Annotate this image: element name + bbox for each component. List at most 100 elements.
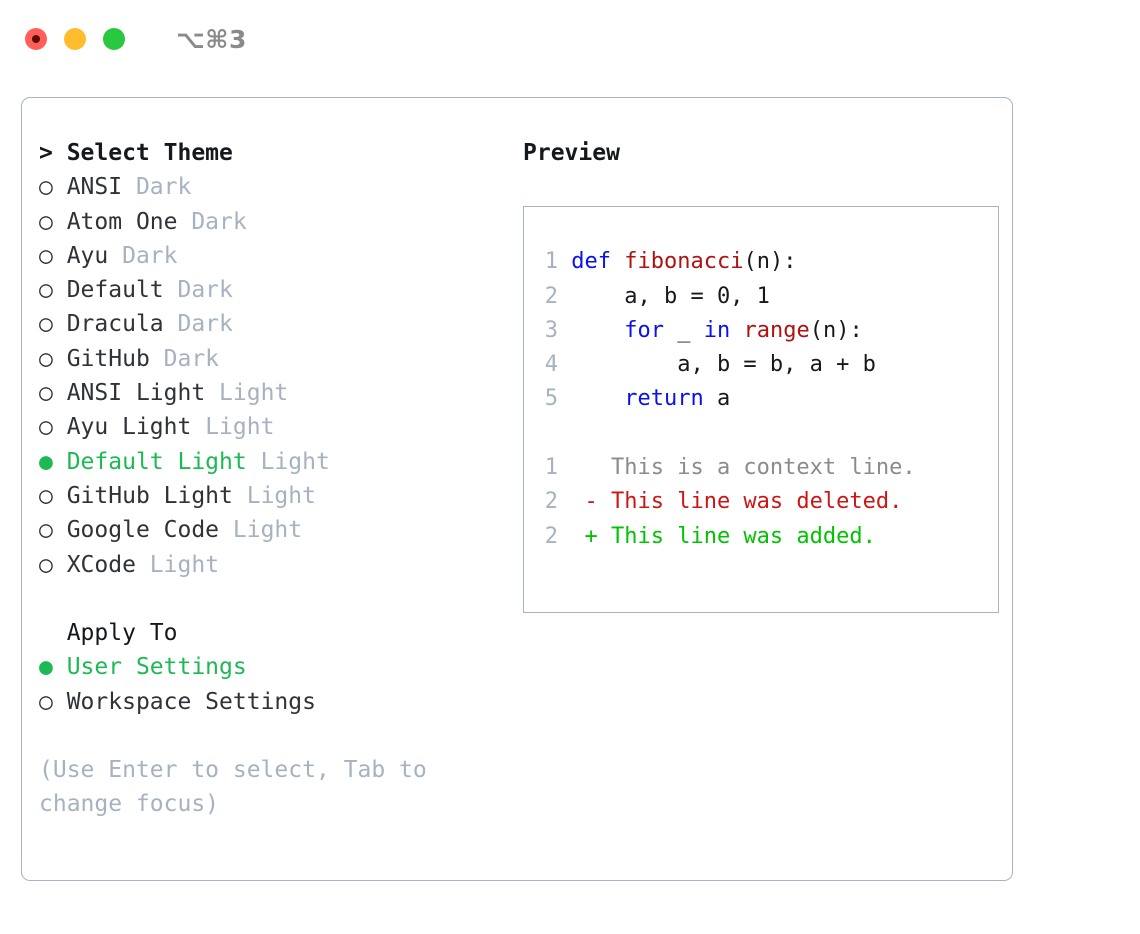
code-line: 3 for _ in range(n): [536, 314, 998, 348]
code-token: return [624, 386, 704, 412]
preview-column: Preview 1 def fibonacci(n):2 a, b = 0, 1… [501, 136, 1012, 880]
diff-sample: 1 This is a context line.2 - This line w… [536, 451, 998, 554]
theme-option-label: ANSI Light [52, 380, 206, 407]
radio-unselected-icon: ○ [39, 380, 53, 407]
traffic-lights [25, 28, 125, 50]
line-number: 2 [544, 523, 558, 549]
line-number: 1 [544, 455, 558, 481]
radio-unselected-icon: ○ [39, 688, 53, 715]
theme-variant-badge: Light [191, 414, 275, 441]
radio-unselected-icon: ○ [39, 517, 53, 544]
diff-marker: + [558, 523, 611, 549]
radio-selected-icon: ● [39, 654, 53, 681]
code-token: _ [663, 317, 704, 343]
theme-option-list[interactable]: ○ ANSI Dark○ Atom One Dark○ Ayu Dark○ De… [39, 170, 501, 582]
code-token: in [703, 317, 731, 343]
window-titlebar: ⌥⌘3 [0, 0, 1140, 78]
theme-option-dracula[interactable]: ○ Dracula Dark [39, 307, 501, 341]
theme-option-label: XCode [52, 551, 136, 578]
diff-text: This line was added. [610, 523, 876, 549]
apply-to-option-workspace-settings[interactable]: ○ Workspace Settings [39, 685, 501, 719]
line-number: 2 [544, 489, 558, 515]
theme-variant-badge: Light [135, 551, 220, 578]
code-token [558, 249, 571, 274]
theme-option-label: Ayu [52, 242, 109, 269]
radio-unselected-icon: ○ [39, 242, 53, 269]
code-token: (n): [743, 249, 797, 275]
theme-option-default[interactable]: ○ Default Dark [39, 273, 501, 307]
code-token: fibonacci [624, 249, 744, 275]
theme-option-label: Default [52, 277, 164, 304]
radio-unselected-icon: ○ [39, 482, 53, 509]
code-token [558, 318, 624, 343]
code-token: def [571, 249, 611, 275]
theme-option-label: GitHub [52, 345, 150, 372]
line-number: 3 [544, 317, 558, 343]
line-number: 5 [544, 386, 558, 412]
theme-option-ansi-light[interactable]: ○ ANSI Light Light [39, 376, 501, 410]
preview-header: Preview [523, 140, 620, 166]
radio-unselected-icon: ○ [39, 208, 53, 235]
theme-option-ayu-light[interactable]: ○ Ayu Light Light [39, 410, 501, 444]
theme-option-label: GitHub Light [52, 482, 233, 509]
apply-to-option-label: User Settings [52, 654, 247, 681]
radio-unselected-icon: ○ [39, 174, 53, 201]
theme-variant-badge: Dark [163, 277, 233, 304]
theme-variant-badge: Dark [177, 208, 247, 235]
theme-option-xcode[interactable]: ○ XCode Light [39, 548, 501, 582]
apply-to-header: Apply To [39, 620, 178, 647]
theme-option-google-code[interactable]: ○ Google Code Light [39, 513, 501, 547]
diff-line-del: 2 - This line was deleted. [536, 485, 998, 519]
apply-to-option-user-settings[interactable]: ● User Settings [39, 650, 501, 684]
diff-marker [558, 455, 611, 480]
apply-to-option-label: Workspace Settings [52, 688, 316, 715]
code-token [558, 386, 624, 411]
radio-unselected-icon: ○ [39, 345, 53, 372]
theme-variant-badge: Light [205, 380, 289, 407]
radio-selected-icon: ● [39, 448, 53, 475]
code-token: for [624, 317, 664, 343]
theme-option-label: ANSI [52, 174, 123, 201]
theme-variant-badge: Dark [163, 311, 233, 338]
code-token: a, b = 0, 1 [558, 283, 770, 309]
theme-option-atom-one[interactable]: ○ Atom One Dark [39, 205, 501, 239]
theme-option-github[interactable]: ○ GitHub Dark [39, 342, 501, 376]
theme-option-github-light[interactable]: ○ GitHub Light Light [39, 479, 501, 513]
keyboard-hint-text: (Use Enter to select, Tab to change focu… [39, 757, 441, 818]
theme-option-ansi[interactable]: ○ ANSI Dark [39, 170, 501, 204]
line-number: 4 [544, 352, 558, 378]
minimize-button[interactable] [64, 28, 86, 50]
diff-line-ctx: 1 This is a context line. [536, 451, 998, 485]
radio-unselected-icon: ○ [39, 551, 53, 578]
code-line: 5 return a [536, 382, 998, 416]
theme-option-label: Atom One [52, 208, 178, 235]
radio-unselected-icon: ○ [39, 414, 53, 441]
code-token: (n): [809, 317, 863, 343]
line-number: 2 [544, 283, 558, 309]
line-number: 1 [544, 249, 558, 275]
code-token: range [743, 317, 810, 343]
close-button[interactable] [25, 28, 47, 50]
theme-variant-badge: Dark [108, 242, 178, 269]
code-token [611, 249, 624, 274]
diff-text: This line was deleted. [610, 489, 903, 515]
radio-unselected-icon: ○ [39, 311, 53, 338]
theme-variant-badge: Light [232, 482, 316, 509]
zoom-button[interactable] [103, 28, 125, 50]
code-token: a [703, 386, 731, 412]
code-line: 2 a, b = 0, 1 [536, 280, 998, 314]
diff-line-add: 2 + This line was added. [536, 520, 998, 554]
theme-option-label: Ayu Light [52, 414, 192, 441]
theme-option-label: Dracula [52, 311, 164, 338]
code-token [730, 318, 743, 343]
list-spacer [39, 582, 501, 616]
select-theme-header: > Select Theme [39, 140, 233, 166]
theme-option-default-light[interactable]: ● Default Light Light [39, 445, 501, 479]
theme-option-label: Default Light [52, 448, 247, 475]
diff-text: This is a context line. [610, 455, 916, 481]
theme-option-ayu[interactable]: ○ Ayu Dark [39, 239, 501, 273]
diff-marker: - [558, 489, 611, 515]
apply-to-option-list[interactable]: ● User Settings○ Workspace Settings [39, 650, 501, 719]
